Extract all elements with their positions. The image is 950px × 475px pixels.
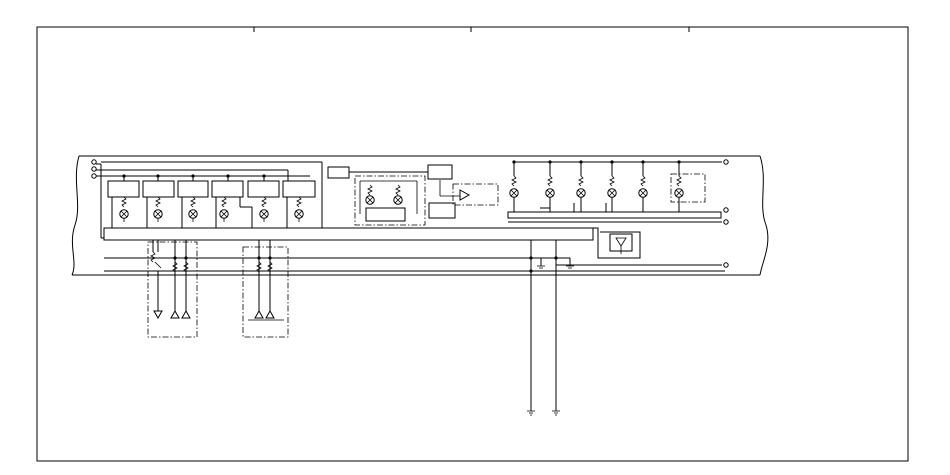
lamp-icon xyxy=(181,309,191,319)
harness-outline xyxy=(71,155,769,276)
lamp-icon xyxy=(170,309,180,319)
ground-drops xyxy=(527,240,574,416)
right-lamp-array xyxy=(507,159,729,268)
lamp-icon xyxy=(265,309,275,319)
relay-module-2 xyxy=(142,180,175,198)
relay-module-5 xyxy=(247,180,280,198)
drawing-frame xyxy=(36,26,909,462)
lamp-row xyxy=(119,196,304,222)
relay-module-6 xyxy=(282,180,316,198)
connector-icon xyxy=(723,207,729,213)
relay-module-3 xyxy=(177,180,209,198)
relay-module-bank xyxy=(107,170,316,230)
left-lamp-cluster xyxy=(147,240,198,338)
relay-box-a xyxy=(427,164,453,180)
ground-icon xyxy=(537,265,545,269)
connector-icon xyxy=(91,173,97,179)
relay-box-b xyxy=(428,202,456,219)
driver-box xyxy=(365,207,406,222)
ground-icon xyxy=(527,410,535,416)
ground-icon xyxy=(552,410,560,416)
ground-busbar xyxy=(103,227,725,272)
relay-module-4 xyxy=(211,180,244,198)
fuse-box xyxy=(327,166,350,179)
buzzer-icon xyxy=(615,237,627,247)
connector-icon xyxy=(723,159,729,165)
connector-icon xyxy=(723,262,729,268)
connector-icon xyxy=(723,219,729,225)
control-unit xyxy=(327,164,499,226)
relay-module-1 xyxy=(107,180,140,198)
lamp-icon xyxy=(153,310,163,320)
connector-icon xyxy=(91,166,97,172)
lamp-icon xyxy=(254,309,264,319)
ground-icon xyxy=(566,265,574,269)
amplifier-icon xyxy=(459,189,471,201)
middle-lamp-cluster xyxy=(242,240,289,338)
connector-icon xyxy=(91,159,97,165)
